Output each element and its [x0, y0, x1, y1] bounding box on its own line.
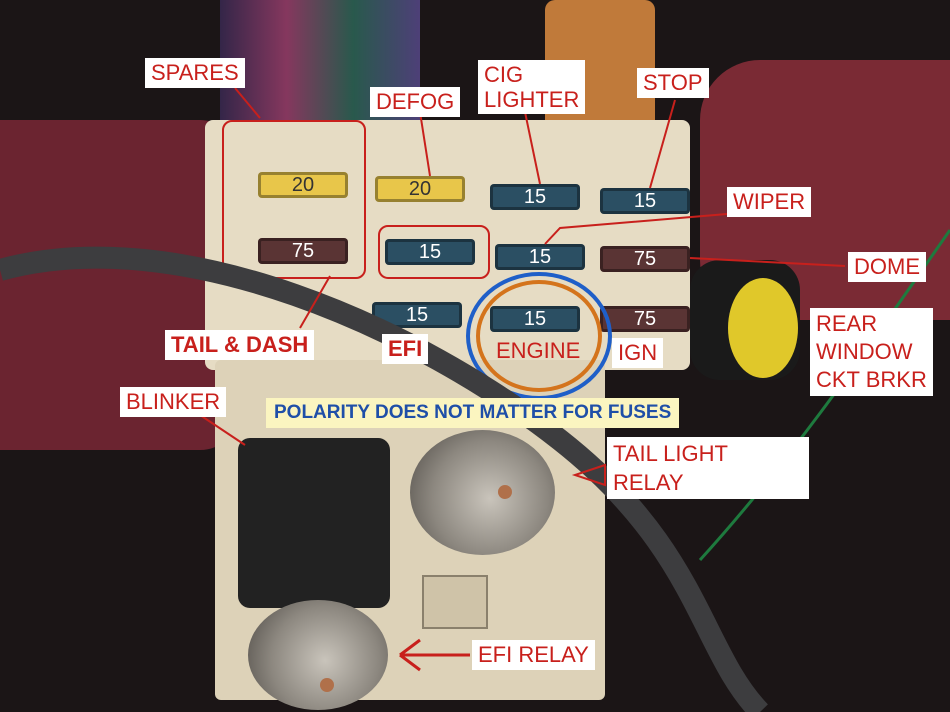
label-blinker: BLINKER: [120, 387, 227, 417]
label-tail-dash: TAIL & DASH: [165, 330, 315, 360]
fuse-spare-2[interactable]: 75: [258, 238, 348, 264]
blinker-relay: [238, 438, 390, 608]
fuse-wiper[interactable]: 15: [495, 244, 585, 270]
tail-light-relay: [410, 430, 555, 555]
fuse-cig-lighter[interactable]: 15: [490, 184, 580, 210]
tail-dash-outline: [378, 225, 490, 279]
fuse-defog[interactable]: 20: [375, 176, 465, 202]
label-stop: STOP: [637, 68, 709, 98]
breaker-yellow-cap: [728, 278, 798, 378]
polarity-banner: POLARITY DOES NOT MATTER FOR FUSES: [266, 398, 680, 428]
fuse-dome[interactable]: 75: [600, 246, 690, 272]
fuse-stop[interactable]: 15: [600, 188, 690, 214]
label-efi-relay: EFI RELAY: [472, 640, 595, 670]
fuse-tail-dash[interactable]: 15: [385, 239, 475, 265]
label-dome: DOME: [848, 252, 926, 282]
label-tail-light-relay: TAIL LIGHT RELAY: [607, 437, 809, 499]
label-defog: DEFOG: [370, 87, 461, 117]
label-cig-lighter: CIG LIGHTER: [478, 60, 586, 114]
fuse-ign[interactable]: 75: [600, 306, 690, 332]
label-engine: ENGINE: [496, 338, 581, 363]
efi-relay: [248, 600, 388, 710]
engine-ring-orange: [476, 280, 602, 392]
label-ign: IGN: [612, 338, 664, 368]
fuse-spare-1[interactable]: 20: [258, 172, 348, 198]
spares-outline: [222, 120, 366, 279]
label-spares: SPARES: [145, 58, 245, 88]
label-wiper: WIPER: [727, 187, 812, 217]
label-efi: EFI: [382, 334, 429, 364]
connector: [422, 575, 488, 629]
label-rear-window: REAR WINDOW CKT BRKR: [810, 308, 933, 396]
